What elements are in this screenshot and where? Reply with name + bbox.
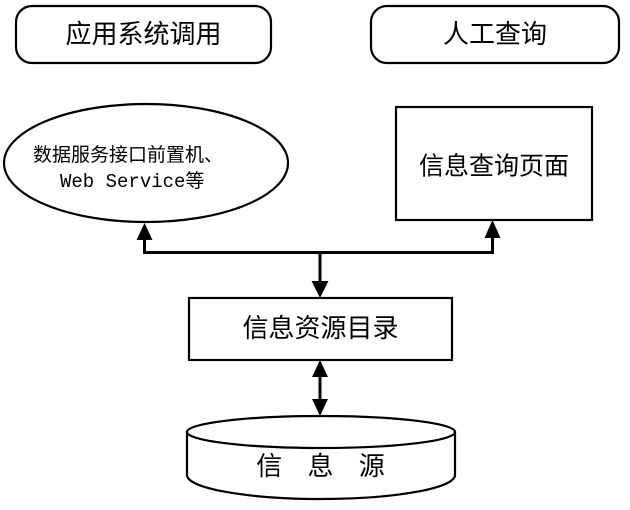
resource-catalog-shape (187, 296, 454, 362)
arrowhead-up-left (136, 223, 153, 240)
data-service-label-line1: 数据服务接口前置机、 (33, 144, 223, 166)
query-page-label: 信息查询页面 (419, 153, 569, 181)
resource-catalog-label: 信息资源目录 (242, 313, 398, 343)
arrowhead-down-catalog (311, 281, 329, 298)
edge-catalog-to-data-service (136, 223, 153, 252)
edge-branch-to-catalog (311, 252, 329, 298)
app-call-shape (14, 4, 273, 65)
info-source-label: 信 息 源 (256, 451, 393, 481)
query-page-shape (394, 105, 594, 222)
node-resource-catalog[interactable]: 信息资源目录 (187, 296, 454, 362)
node-app-call[interactable]: 应用系统调用 (14, 4, 273, 65)
node-data-service[interactable]: 数据服务接口前置机、 Web Service等 (2, 102, 290, 224)
app-call-label: 应用系统调用 (65, 19, 221, 49)
arrowhead-up-source (312, 360, 328, 377)
data-service-label-line2: Web Service等 (60, 170, 204, 193)
info-source-top (185, 414, 457, 450)
node-info-source[interactable]: 信 息 源 (185, 414, 457, 501)
manual-query-shape (369, 4, 621, 65)
data-service-shape (2, 102, 290, 224)
edge-catalog-to-query-page (484, 220, 501, 252)
node-query-page[interactable]: 信息查询页面 (394, 105, 594, 222)
info-source-body (185, 430, 457, 501)
arrowhead-up-right (484, 220, 501, 238)
arrowhead-down-source (312, 399, 328, 416)
node-manual-query[interactable]: 人工查询 (369, 4, 621, 65)
edge-catalog-info-source (312, 360, 328, 416)
manual-query-label: 人工查询 (443, 19, 547, 49)
